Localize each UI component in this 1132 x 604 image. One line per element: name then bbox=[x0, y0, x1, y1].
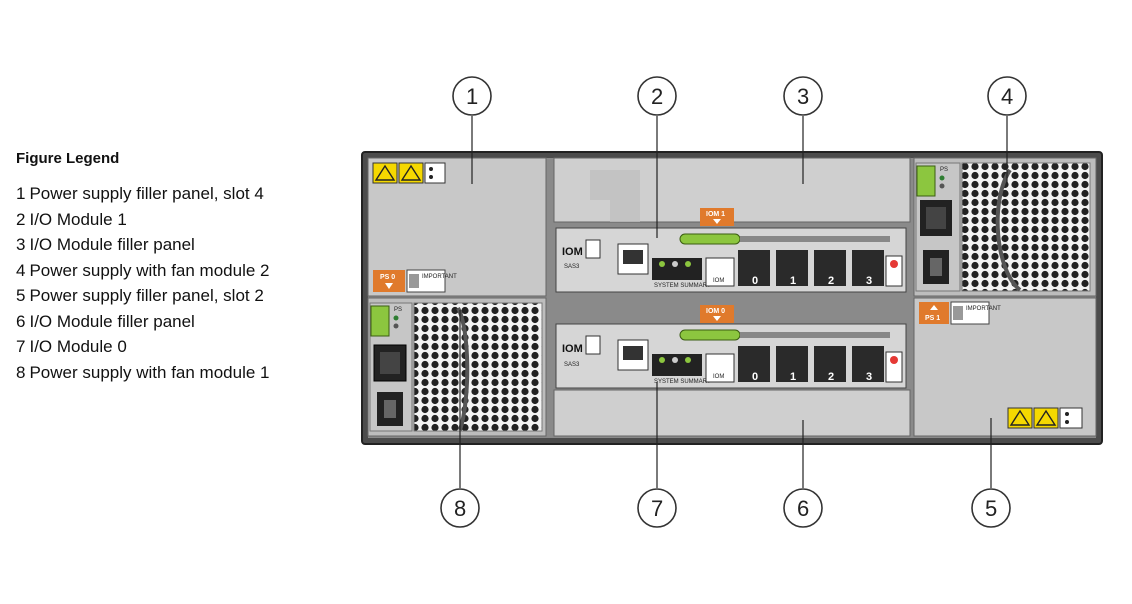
svg-text:5: 5 bbox=[985, 496, 997, 521]
callout-7: 7 bbox=[637, 488, 677, 528]
svg-text:3: 3 bbox=[866, 275, 872, 287]
callout-5: 5 bbox=[971, 488, 1011, 528]
iom1-tag bbox=[700, 208, 734, 226]
callout-8: 8 bbox=[440, 488, 480, 528]
callout-2: 2 bbox=[637, 76, 677, 116]
svg-text:IOM: IOM bbox=[713, 374, 724, 380]
svg-text:1: 1 bbox=[790, 275, 796, 287]
svg-text:IOM: IOM bbox=[713, 278, 724, 284]
legend-title: Figure Legend bbox=[16, 150, 120, 167]
cable-loop-2 bbox=[995, 168, 1022, 292]
svg-text:SAS3: SAS3 bbox=[564, 264, 580, 270]
svg-text:IOM 1: IOM 1 bbox=[706, 211, 725, 218]
svg-text:1: 1 bbox=[466, 84, 478, 109]
svg-text:PS: PS bbox=[394, 307, 402, 313]
ps-filler-panel-slot-4: PS 0 IMPORTANT bbox=[367, 157, 547, 297]
svg-text:IOM 0: IOM 0 bbox=[706, 308, 725, 315]
svg-text:IMPORTANT: IMPORTANT bbox=[966, 306, 1001, 312]
io-module-1: IOM 1 IOM SAS3 SYSTEM SUMMARY IOM 0 1 2 … bbox=[555, 208, 907, 293]
svg-text:IOM: IOM bbox=[562, 343, 583, 355]
io-module-0: IOM 0 IOM SAS3 SYSTEM SUMMARY IOM 0 1 2 … bbox=[555, 305, 907, 389]
svg-text:7: 7 bbox=[651, 496, 663, 521]
ps-fan-module-1: PS bbox=[367, 297, 547, 437]
iom-filler-panel-bottom bbox=[553, 389, 911, 437]
iom0-tag bbox=[700, 305, 734, 323]
svg-text:PS 1: PS 1 bbox=[925, 315, 940, 322]
callout-3: 3 bbox=[783, 76, 823, 116]
svg-text:4: 4 bbox=[1001, 84, 1013, 109]
svg-text:2: 2 bbox=[828, 371, 834, 383]
svg-text:6: 6 bbox=[797, 496, 809, 521]
callout-1: 1 bbox=[452, 76, 492, 116]
svg-text:PS 0: PS 0 bbox=[380, 274, 395, 281]
cable-loop bbox=[456, 307, 470, 431]
svg-text:SAS3: SAS3 bbox=[564, 362, 580, 368]
svg-text:8: 8 bbox=[454, 496, 466, 521]
svg-text:IMPORTANT: IMPORTANT bbox=[422, 274, 457, 280]
svg-text:PS: PS bbox=[940, 167, 948, 173]
svg-text:1: 1 bbox=[790, 371, 796, 383]
callout-4: 4 bbox=[987, 76, 1027, 116]
svg-text:2: 2 bbox=[828, 275, 834, 287]
ps1-tag bbox=[919, 302, 949, 324]
svg-text:2: 2 bbox=[651, 84, 663, 109]
svg-text:0: 0 bbox=[752, 371, 758, 383]
ps-filler-panel-slot-2: PS 1 IMPORTANT bbox=[913, 297, 1097, 437]
svg-text:3: 3 bbox=[866, 371, 872, 383]
ps-fan-module-2: PS bbox=[913, 157, 1097, 297]
svg-text:SYSTEM SUMMARY: SYSTEM SUMMARY bbox=[654, 283, 711, 289]
callout-6: 6 bbox=[783, 488, 823, 528]
svg-text:0: 0 bbox=[752, 275, 758, 287]
ps0-tag bbox=[373, 270, 405, 292]
svg-text:SYSTEM SUMMARY: SYSTEM SUMMARY bbox=[654, 379, 711, 385]
svg-text:3: 3 bbox=[797, 84, 809, 109]
svg-text:IOM: IOM bbox=[562, 246, 583, 258]
